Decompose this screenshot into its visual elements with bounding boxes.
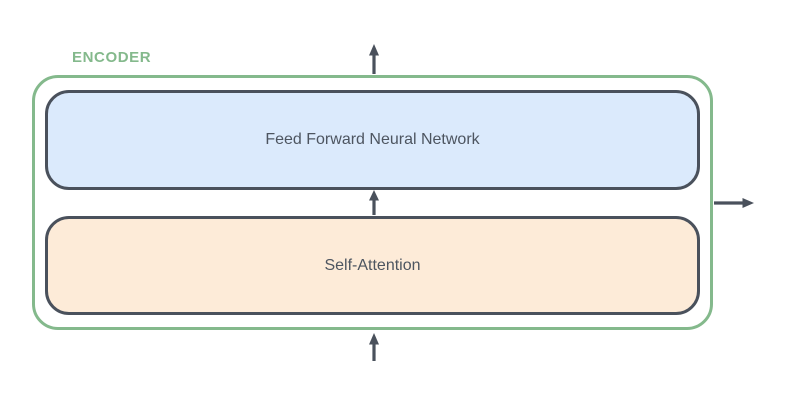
encoder-output-arrow-right-icon [714, 198, 754, 208]
encoder-output-arrow-top-icon [369, 44, 379, 74]
attention-to-ffn-arrow-icon [369, 190, 379, 215]
self-attention-block-label: Self-Attention [324, 256, 421, 274]
encoder-container [32, 75, 713, 330]
input-arrow-bottom-icon [369, 333, 379, 361]
feed-forward-block: Feed Forward Neural Network [45, 90, 700, 190]
self-attention-block: Self-Attention [45, 216, 700, 315]
encoder-label: ENCODER [72, 49, 152, 66]
feed-forward-block-label: Feed Forward Neural Network [265, 131, 480, 148]
